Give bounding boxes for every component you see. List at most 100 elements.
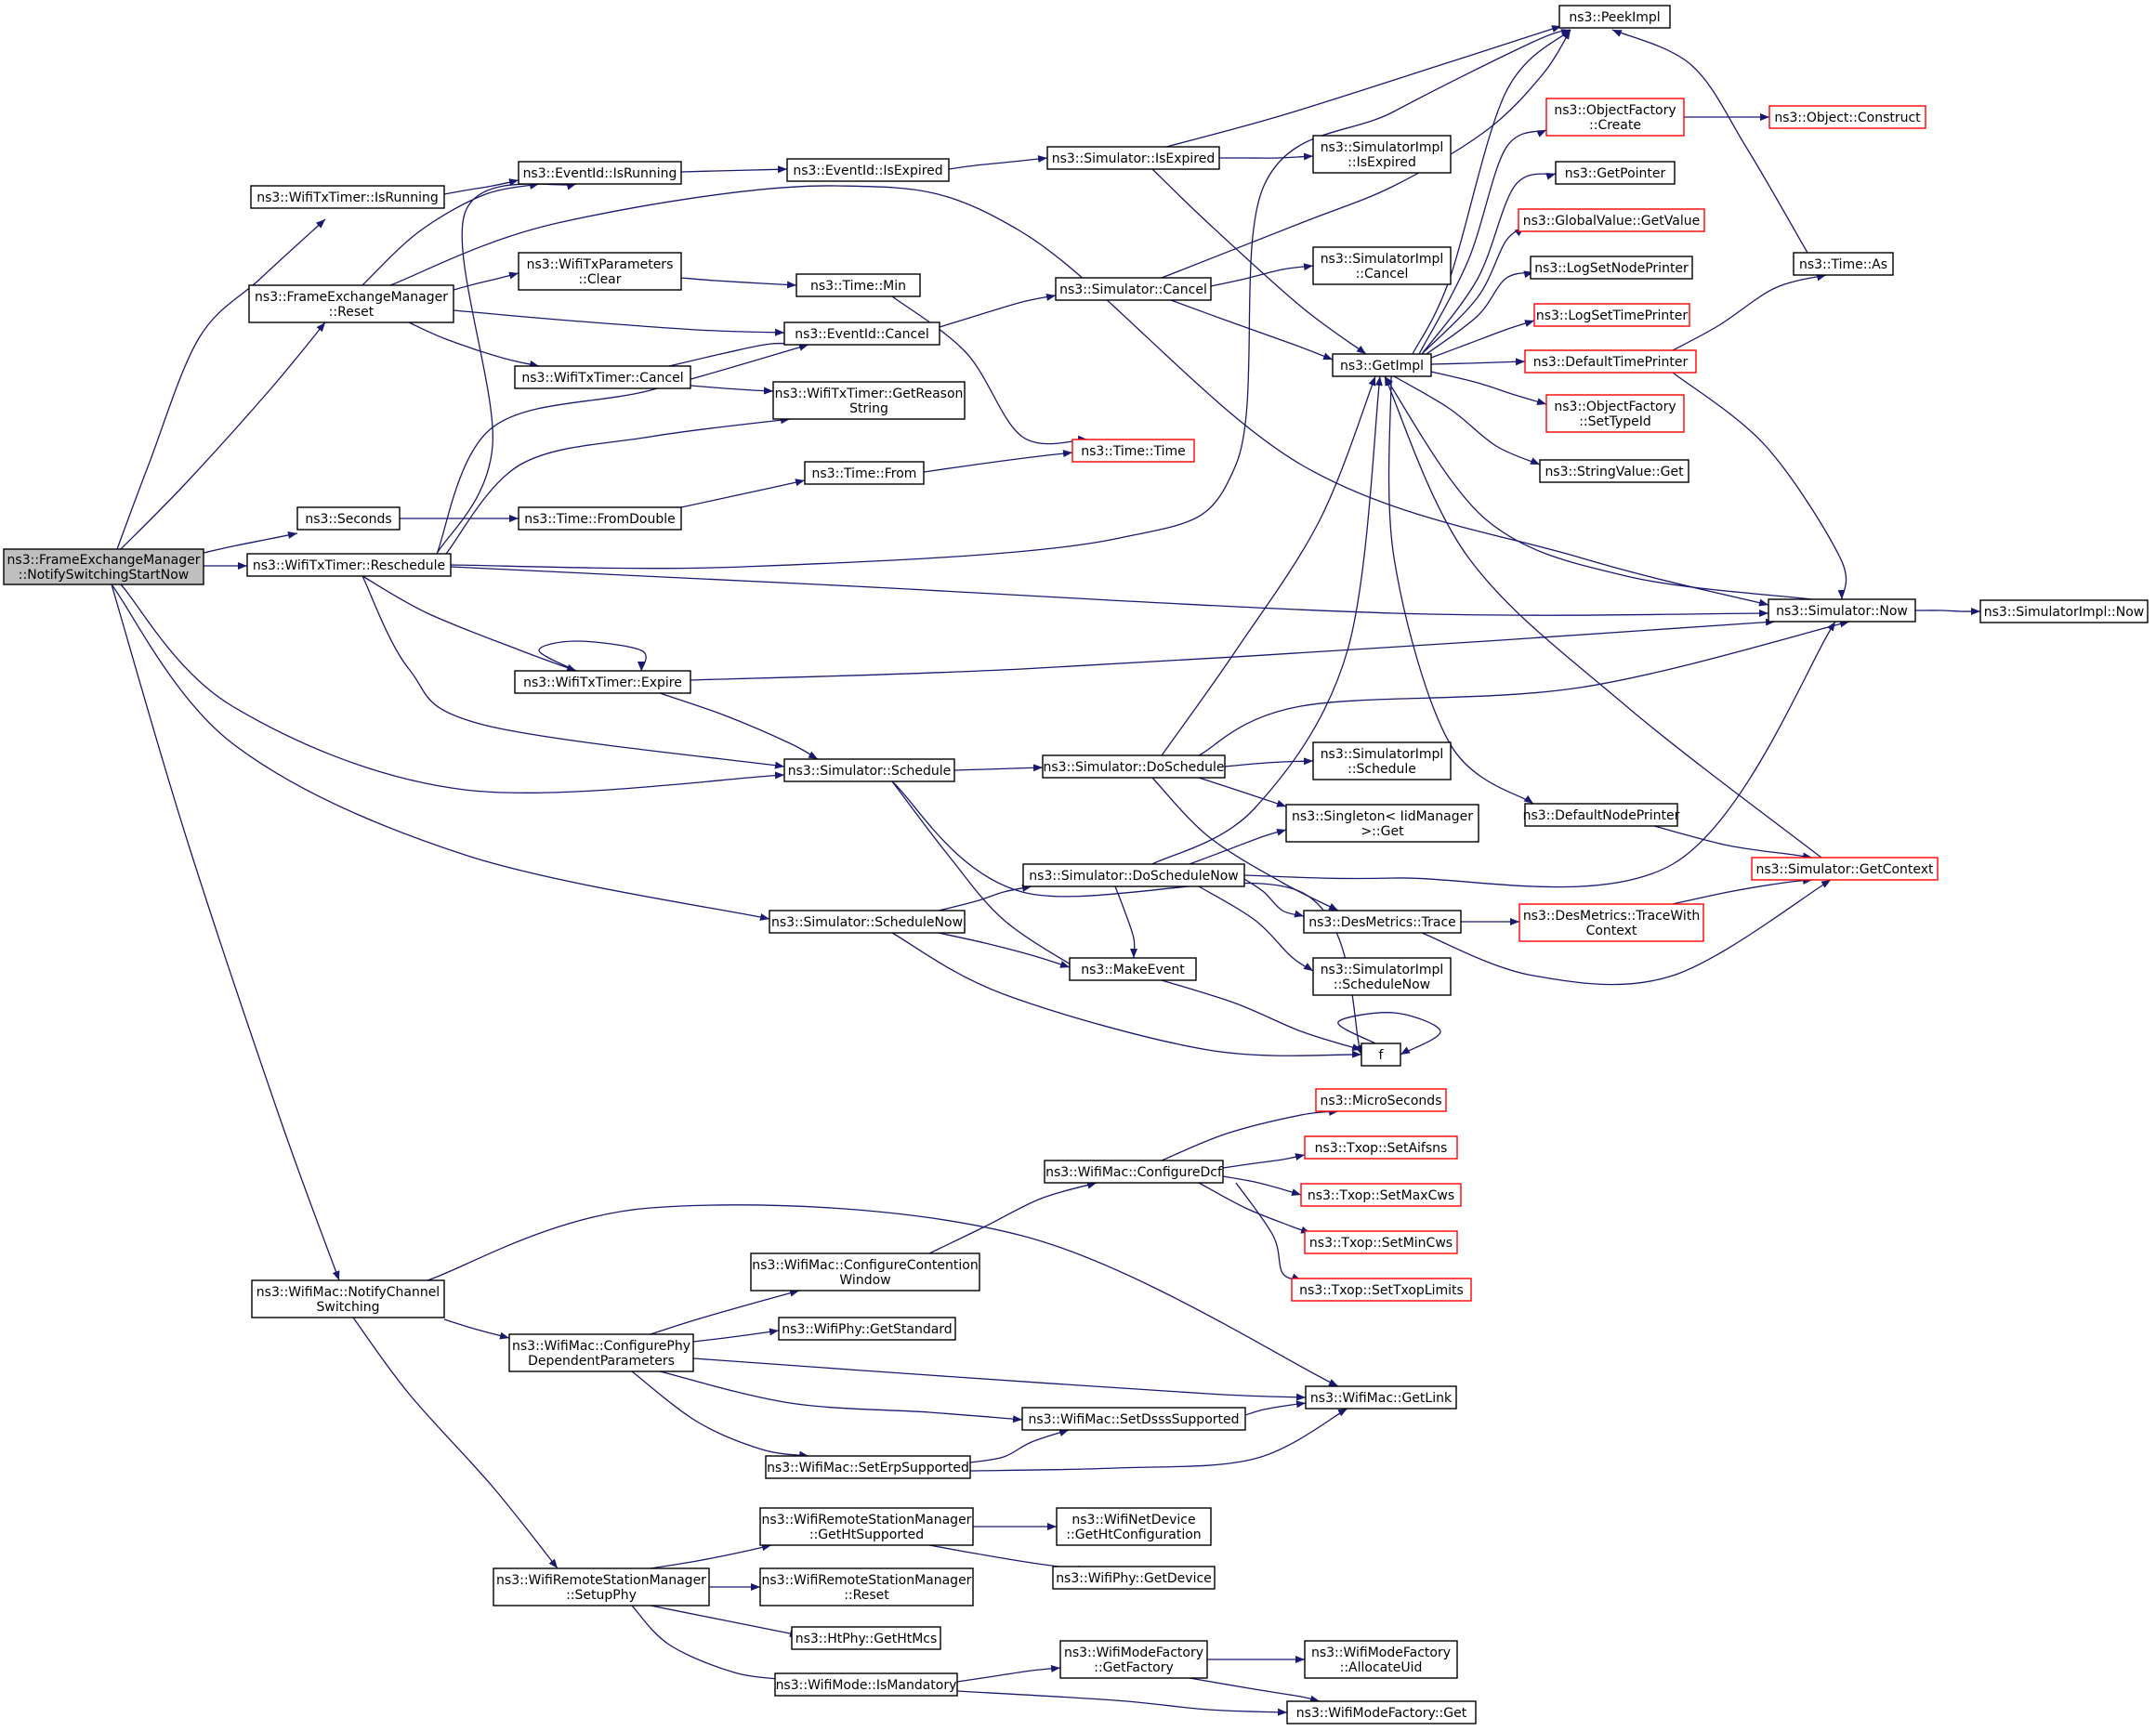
function-node[interactable]: ns3::EventId::IsRunning: [518, 161, 682, 185]
function-node-box: [804, 461, 925, 485]
function-node[interactable]: ns3::MakeEvent: [1069, 957, 1197, 981]
function-node[interactable]: ns3::WifiMac::GetLink: [1305, 1385, 1457, 1410]
call-edge: [1387, 375, 1534, 805]
function-node[interactable]: ns3::WifiModeFactory::AllocateUid: [1304, 1640, 1458, 1679]
function-node[interactable]: ns3::ObjectFactory::Create: [1545, 98, 1685, 137]
call-edge: [1161, 29, 1571, 279]
function-node[interactable]: ns3::WifiPhy::GetStandard: [778, 1317, 956, 1341]
function-node[interactable]: ns3::SimulatorImpl::IsExpired: [1312, 135, 1452, 174]
function-node[interactable]: ns3::Time::Time: [1071, 439, 1195, 463]
call-edge: [408, 321, 540, 368]
function-node-label: ns3::Time::Min: [810, 279, 906, 294]
function-node-label: ns3::StringValue::Get: [1545, 465, 1684, 479]
function-node[interactable]: ns3::Time::As: [1793, 252, 1894, 276]
function-node[interactable]: ns3::EventId::Cancel: [783, 321, 940, 346]
function-node[interactable]: ns3::WifiPhy::GetDevice: [1052, 1566, 1216, 1590]
function-node[interactable]: ns3::Time::Min: [795, 273, 921, 297]
call-edge: [427, 1204, 1339, 1387]
function-node[interactable]: ns3::Txop::SetMaxCws: [1300, 1183, 1462, 1207]
function-node-box: [1312, 246, 1452, 285]
call-edge: [1384, 375, 1813, 600]
function-node[interactable]: ns3::WifiMac::ConfigureDcf: [1044, 1160, 1224, 1184]
function-node[interactable]: ns3::DefaultTimePrinter: [1524, 349, 1697, 374]
function-node[interactable]: ns3::ObjectFactory::SetTypeId: [1545, 394, 1685, 433]
function-node[interactable]: ns3::WifiMac::SetDsssSupported: [1021, 1407, 1246, 1431]
function-node-label: ns3::Simulator::ScheduleNow: [771, 915, 963, 930]
function-node-label: ns3::FrameExchangeManager: [7, 553, 201, 568]
function-node[interactable]: ns3::StringValue::Get: [1539, 459, 1689, 483]
function-node[interactable]: ns3::WifiTxParameters::Clear: [518, 252, 682, 291]
function-node[interactable]: ns3::LogSetTimePrinter: [1533, 303, 1690, 327]
function-node-label: ns3::SimulatorImpl::Now: [1984, 605, 2145, 620]
function-node[interactable]: ns3::WifiMac::SetErpSupported: [765, 1455, 971, 1479]
function-node-box: [1558, 5, 1671, 29]
call-edge: [969, 1408, 1348, 1472]
function-node[interactable]: ns3::Simulator::DoSchedule: [1042, 754, 1226, 779]
function-node[interactable]: ns3::GetImpl: [1332, 353, 1432, 377]
function-node[interactable]: ns3::Simulator::Cancel: [1055, 277, 1212, 301]
call-edge: [352, 1317, 559, 1569]
function-node[interactable]: ns3::Simulator::DoScheduleNow: [1022, 863, 1245, 887]
function-node[interactable]: ns3::DesMetrics::Trace: [1303, 910, 1462, 934]
function-node[interactable]: f: [1361, 1043, 1401, 1067]
function-node[interactable]: ns3::WifiRemoteStationManager::SetupPhy: [493, 1567, 710, 1606]
function-node[interactable]: ns3::Txop::SetMinCws: [1304, 1230, 1458, 1254]
function-node[interactable]: ns3::Object::Construct: [1768, 105, 1926, 129]
function-node-box: [1022, 863, 1245, 887]
function-node[interactable]: ns3::WifiRemoteStationManager::GetHtSupp…: [759, 1507, 974, 1546]
function-node[interactable]: ns3::WifiModeFactory::Get: [1286, 1700, 1477, 1724]
function-node[interactable]: ns3::GlobalValue::GetValue: [1518, 208, 1705, 232]
function-node[interactable]: ns3::WifiTxTimer::Reschedule: [246, 553, 452, 577]
function-node[interactable]: ns3::WifiTxTimer::Cancel: [514, 365, 691, 389]
function-node-box: [1768, 598, 1916, 623]
function-node[interactable]: ns3::Simulator::GetContext: [1751, 857, 1939, 881]
call-edge: [1243, 621, 1836, 888]
function-node[interactable]: ns3::Simulator::IsExpired: [1046, 146, 1220, 170]
function-node[interactable]: ns3::Time::FromDouble: [518, 506, 682, 531]
function-node[interactable]: ns3::LogSetNodePrinter: [1530, 256, 1693, 280]
call-edge: [1672, 877, 1813, 905]
function-node-label: ns3::Simulator::IsExpired: [1052, 151, 1216, 166]
function-node[interactable]: ns3::WifiNetDevice::GetHtConfiguration: [1056, 1507, 1212, 1546]
function-node[interactable]: ns3::SimulatorImpl::ScheduleNow: [1312, 957, 1452, 996]
function-node[interactable]: ns3::Txop::SetAifsns: [1304, 1135, 1458, 1160]
function-node[interactable]: ns3::Simulator::ScheduleNow: [769, 910, 966, 934]
function-node[interactable]: ns3::WifiModeFactory::GetFactory: [1059, 1640, 1208, 1679]
function-node[interactable]: ns3::PeekImpl: [1558, 5, 1671, 29]
function-node[interactable]: ns3::DefaultNodePrinter: [1523, 803, 1680, 827]
function-node[interactable]: ns3::Time::From: [804, 461, 925, 485]
function-node-label: ns3::Seconds: [305, 512, 391, 527]
call-edge: [680, 479, 806, 508]
function-node-label: ns3::WifiMac::ConfigureContention: [752, 1258, 978, 1273]
function-node-label: ns3::Simulator::DoSchedule: [1044, 760, 1225, 775]
function-node[interactable]: ns3::Txop::SetTxopLimits: [1291, 1278, 1472, 1302]
function-node[interactable]: ns3::Seconds: [296, 506, 401, 531]
function-node-label: ns3::WifiModeFactory::Get: [1296, 1706, 1467, 1721]
function-node[interactable]: ns3::SimulatorImpl::Cancel: [1312, 246, 1452, 285]
function-node[interactable]: ns3::SimulatorImpl::Now: [1979, 599, 2149, 623]
function-node[interactable]: ns3::MicroSeconds: [1315, 1088, 1447, 1112]
function-node[interactable]: ns3::GetPointer: [1555, 161, 1676, 185]
function-node-label: String: [849, 401, 888, 416]
function-node-box: [514, 365, 691, 389]
function-node[interactable]: ns3::WifiMode::IsMandatory: [774, 1672, 958, 1697]
function-node[interactable]: ns3::Singleton< IidManager >::Get: [1285, 804, 1479, 843]
function-node[interactable]: ns3::EventId::IsExpired: [786, 158, 950, 182]
function-node[interactable]: ns3::SimulatorImpl::Schedule: [1312, 741, 1452, 780]
function-node[interactable]: ns3::FrameExchangeManager::Reset: [248, 284, 454, 323]
function-node[interactable]: ns3::WifiMac::ConfigurePhyDependentParam…: [508, 1333, 694, 1372]
function-node[interactable]: ns3::HtPhy::GetHtMcs: [791, 1626, 941, 1650]
function-node[interactable]: ns3::WifiRemoteStationManager::Reset: [759, 1567, 974, 1606]
function-node-label: Switching: [317, 1300, 380, 1315]
function-node[interactable]: ns3::WifiTxTimer::IsRunning: [250, 185, 445, 209]
function-node[interactable]: ns3::WifiTxTimer::Expire: [514, 670, 691, 694]
function-node[interactable]: ns3::FrameExchangeManager::NotifySwitchi…: [3, 548, 204, 585]
function-node[interactable]: ns3::Simulator::Now: [1768, 598, 1916, 623]
function-node[interactable]: ns3::Simulator::Schedule: [783, 758, 955, 782]
function-node-box: [1361, 1043, 1401, 1067]
